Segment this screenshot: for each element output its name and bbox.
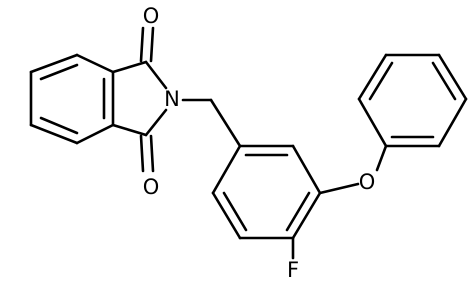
bond xyxy=(111,60,148,74)
fluorophenyl-ring xyxy=(211,144,322,240)
imide-ring xyxy=(111,26,168,173)
phthalimide-benzene-ring xyxy=(29,53,115,145)
bond xyxy=(149,26,155,63)
bond xyxy=(285,191,311,232)
bond xyxy=(437,53,468,101)
phenoxy-ring xyxy=(357,53,468,148)
methylene-linker xyxy=(181,98,242,148)
bond xyxy=(149,134,155,173)
bond xyxy=(291,144,322,195)
bond xyxy=(209,98,242,148)
bond xyxy=(29,53,79,74)
bond xyxy=(29,123,79,145)
ether-linkage xyxy=(318,144,388,195)
bond xyxy=(111,123,148,137)
bond xyxy=(39,116,79,135)
bond xyxy=(318,182,360,195)
bond xyxy=(144,108,168,137)
fluorine-label: F xyxy=(287,258,299,282)
bond xyxy=(39,63,79,81)
bond xyxy=(144,60,168,90)
carbonyl-oxygen-top-label: O xyxy=(143,4,160,28)
bond xyxy=(211,191,242,240)
bond xyxy=(291,191,322,240)
bond xyxy=(431,61,457,101)
bond xyxy=(75,123,115,145)
bond xyxy=(357,97,388,148)
bond xyxy=(139,134,145,173)
bond xyxy=(75,53,115,74)
bond xyxy=(139,26,145,63)
bond xyxy=(437,97,468,148)
ether-oxygen-label: O xyxy=(359,170,376,194)
nitrogen-label: N xyxy=(164,87,180,111)
bond xyxy=(375,144,388,172)
carbonyl-oxygen-bottom-label: O xyxy=(143,175,160,199)
bond xyxy=(357,53,388,101)
bond xyxy=(222,191,248,232)
bond xyxy=(368,61,394,101)
bond xyxy=(211,144,242,195)
